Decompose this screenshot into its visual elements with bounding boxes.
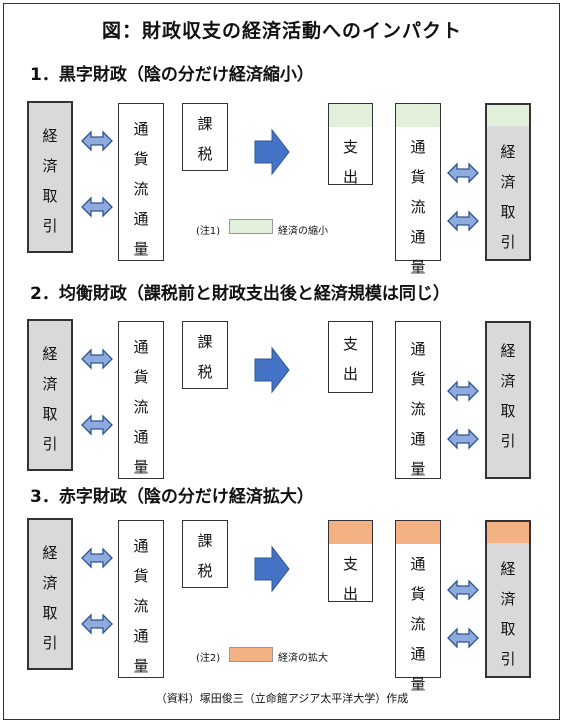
box-economic-trade-left-label: 経済取引	[42, 345, 58, 453]
note-text: 経済の拡大	[278, 653, 328, 664]
box-money-supply-right-label: 通貨流通量	[410, 340, 426, 478]
note-text: 経済の縮小	[278, 226, 328, 237]
box-government-spending-label: 支出	[342, 335, 358, 383]
section-heading: 1．黒字財政（陰の分だけ経済縮小）	[30, 65, 314, 85]
box-taxation-label: 課税	[197, 532, 213, 580]
double-arrow-icon	[81, 130, 113, 152]
box-money-supply-right: 通貨流通量	[395, 103, 441, 276]
shade-block	[329, 521, 372, 544]
box-taxation-label: 課税	[197, 115, 213, 163]
double-arrow-icon	[81, 348, 113, 370]
box-money-supply-right-label: 通貨流通量	[410, 555, 426, 693]
box-economic-trade-left-label: 経済取引	[42, 544, 58, 652]
double-arrow-icon	[447, 428, 479, 450]
box-money-supply-left-label: 通貨流通量	[133, 338, 149, 476]
shade-block	[396, 521, 440, 544]
double-arrow-icon	[81, 613, 113, 635]
double-arrow-icon	[447, 627, 479, 649]
box-economic-trade-left: 経済取引	[27, 101, 73, 253]
double-arrow-icon	[81, 547, 113, 569]
box-taxation: 課税	[182, 321, 228, 389]
box-economic-trade-right-label: 経済取引	[500, 560, 516, 668]
diagram-title: 図：財政収支の経済活動へのインパクト	[101, 20, 462, 42]
legend-swatch	[229, 647, 273, 662]
source-caption: （資料）塚田俊三（立命館アジア太平洋大学）作成	[155, 692, 409, 705]
box-economic-trade-right: 経済取引	[485, 321, 531, 479]
shade-block	[487, 105, 529, 126]
double-arrow-icon	[81, 414, 113, 436]
double-arrow-icon	[447, 210, 479, 232]
box-money-supply-left-label: 通貨流通量	[133, 537, 149, 675]
box-taxation-label: 課税	[197, 333, 213, 381]
box-economic-trade-right-label: 経済取引	[500, 342, 516, 450]
box-economic-trade-left: 経済取引	[27, 319, 73, 471]
section-heading: 2．均衡財政（課税前と財政支出後と経済規模は同じ）	[30, 284, 450, 304]
box-money-supply-right: 通貨流通量	[395, 321, 441, 479]
box-economic-trade-right: 経済取引	[485, 520, 531, 678]
diagram-frame	[3, 3, 560, 720]
box-money-supply-right: 通貨流通量	[395, 520, 441, 693]
box-money-supply-left-label: 通貨流通量	[133, 120, 149, 258]
double-arrow-icon	[81, 196, 113, 218]
box-taxation: 課税	[182, 103, 228, 171]
box-government-spending: 支出	[328, 321, 373, 393]
right-arrow-icon	[254, 346, 290, 394]
box-money-supply-right-label: 通貨流通量	[410, 138, 426, 276]
legend-swatch	[229, 219, 273, 234]
shade-block	[329, 104, 372, 127]
box-taxation: 課税	[182, 520, 228, 588]
double-arrow-icon	[447, 579, 479, 601]
note-id: (注1)	[196, 226, 221, 237]
double-arrow-icon	[447, 380, 479, 402]
box-government-spending-label: 支出	[342, 555, 358, 603]
box-economic-trade-left: 経済取引	[27, 518, 73, 670]
right-arrow-icon	[254, 545, 290, 593]
shade-block	[396, 104, 440, 127]
box-money-supply-left: 通貨流通量	[118, 321, 164, 479]
box-economic-trade-right: 経済取引	[485, 103, 531, 261]
shade-block	[487, 522, 529, 543]
right-arrow-icon	[254, 128, 290, 176]
box-government-spending: 支出	[328, 520, 373, 603]
section-heading: 3．赤字財政（陰の分だけ経済拡大）	[30, 487, 314, 507]
box-economic-trade-left-label: 経済取引	[42, 127, 58, 235]
box-government-spending: 支出	[328, 103, 373, 186]
double-arrow-icon	[447, 162, 479, 184]
box-economic-trade-right-label: 経済取引	[500, 143, 516, 251]
box-government-spending-label: 支出	[342, 138, 358, 186]
box-money-supply-left: 通貨流通量	[118, 103, 164, 261]
note-id: (注2)	[196, 653, 221, 664]
box-money-supply-left: 通貨流通量	[118, 520, 164, 678]
